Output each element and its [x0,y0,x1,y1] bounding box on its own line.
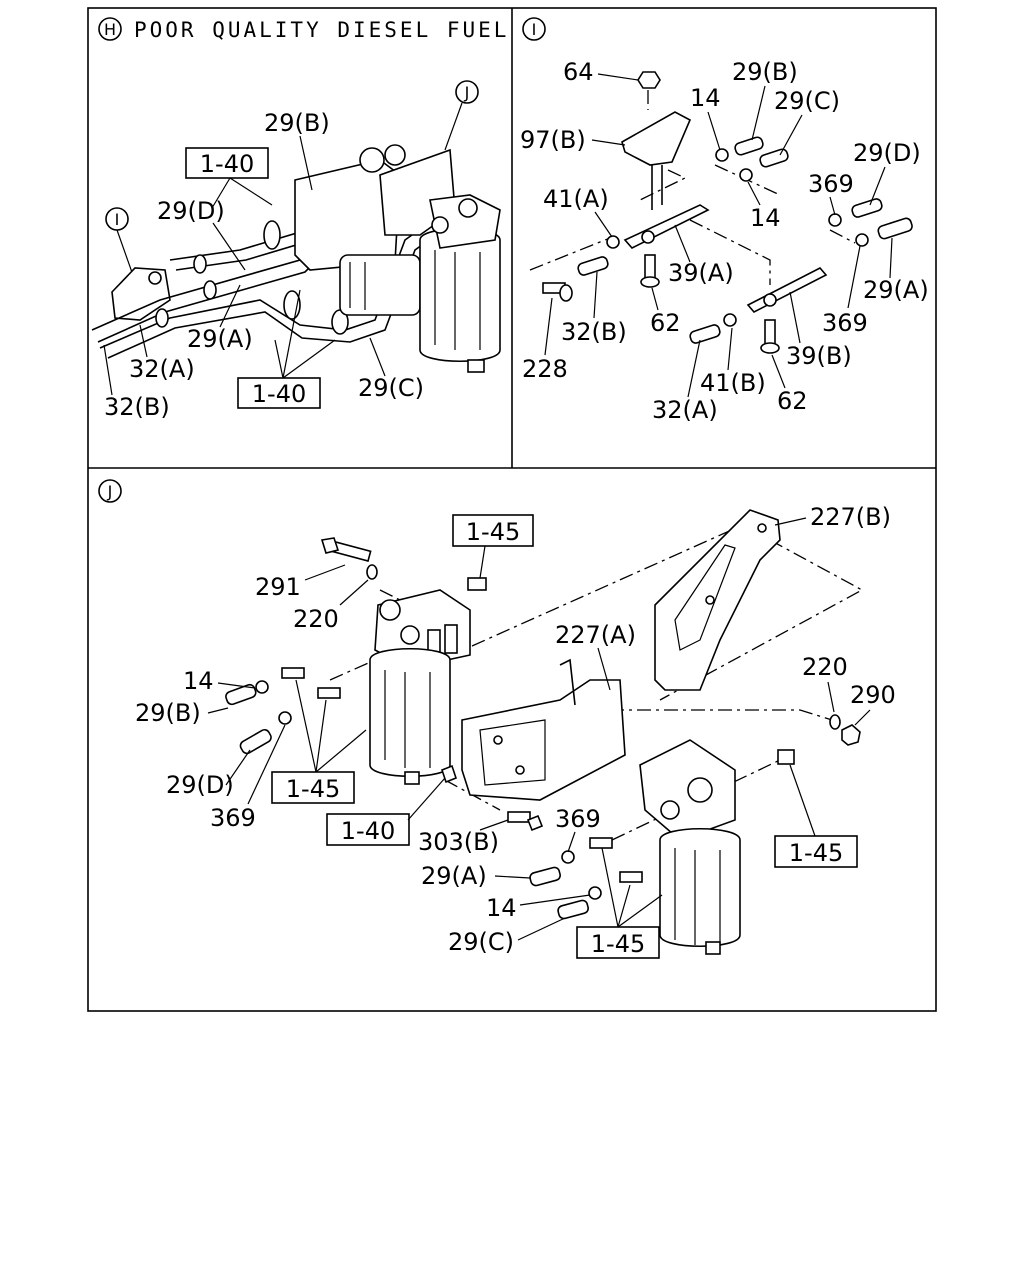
h-label-29d: 29(D) [157,197,225,225]
j-ref-box-1 [452,514,534,547]
j-ref-box-4-text: 1-45 [789,839,843,867]
panel-h: H POOR QUALITY DIESEL FUEL I J [91,17,509,421]
i-label-41a: 41(A) [543,185,609,213]
i-label-29b: 29(B) [732,58,798,86]
h-label-29b: 29(B) [264,109,330,137]
panel-i-marker-letter: I [532,20,537,39]
h-label-29a: 29(A) [187,325,253,353]
j-label-220-left: 220 [293,605,339,633]
j-label-29b: 29(B) [135,699,201,727]
i-label-29d: 29(D) [853,139,921,167]
i-exploded-parts [529,71,913,354]
j-ref-box-5-text: 1-45 [591,930,645,958]
panel-i-marker [522,17,546,41]
panel-h-title: POOR QUALITY DIESEL FUEL [134,18,509,42]
i-label-32b: 32(B) [561,318,627,346]
j-label-290: 290 [850,681,896,709]
panel-h-marker [98,17,122,41]
h-label-32b: 32(B) [104,393,170,421]
ref-j-marker [455,80,479,104]
panel-i: I [520,17,929,424]
j-ref-box-5 [576,926,660,959]
i-label-29c: 29(C) [774,87,840,115]
i-label-39a: 39(A) [668,259,734,287]
j-label-29a: 29(A) [421,862,487,890]
j-label-220-right: 220 [802,653,848,681]
j-label-369-right: 369 [555,805,601,833]
h-ref-box-1-text: 1-40 [200,150,254,178]
i-label-39b: 39(B) [786,342,852,370]
j-ref-box-3 [326,813,410,846]
j-ref-box-2 [271,771,355,804]
j-label-369-left: 369 [210,804,256,832]
i-label-29a: 29(A) [863,276,929,304]
j-ref-box-3-text: 1-40 [341,817,395,845]
i-label-62-bottom: 62 [777,387,808,415]
h-ref-box-2 [237,377,321,409]
i-label-369-top: 369 [808,170,854,198]
j-label-303b: 303(B) [418,828,499,856]
h-label-29c: 29(C) [358,374,424,402]
j-label-29d: 29(D) [166,771,234,799]
h-label-32a: 32(A) [129,355,195,383]
i-label-97b: 97(B) [520,126,586,154]
i-label-41b: 41(B) [700,369,766,397]
j-ref-box-1-text: 1-45 [466,518,520,546]
j-label-29c: 29(C) [448,928,514,956]
panel-j-marker-letter: J [107,482,113,501]
j-label-291: 291 [255,573,301,601]
h-fuel-filter-assembly [91,144,501,373]
j-exploded-assembly [225,509,864,955]
i-label-369-bottom: 369 [822,309,868,337]
i-label-64: 64 [563,58,594,86]
j-label-14-right: 14 [486,894,517,922]
i-label-32a: 32(A) [652,396,718,424]
i-label-62-top: 62 [650,309,681,337]
i-label-14-mid: 14 [750,204,781,232]
ref-j-letter: J [464,83,470,102]
j-label-14-left: 14 [183,667,214,695]
panel-j-marker [98,479,122,503]
h-ref-box-1 [185,147,269,179]
panel-h-marker-letter: H [104,20,116,39]
i-label-14-top: 14 [690,84,721,112]
j-label-227b: 227(B) [810,503,891,531]
ref-i-letter: I [115,210,120,229]
i-label-228: 228 [522,355,568,383]
j-label-227a: 227(A) [555,621,636,649]
j-ref-box-4 [774,835,858,868]
panel-j: J [98,479,896,959]
h-ref-box-2-text: 1-40 [252,380,306,408]
j-ref-box-2-text: 1-45 [286,775,340,803]
